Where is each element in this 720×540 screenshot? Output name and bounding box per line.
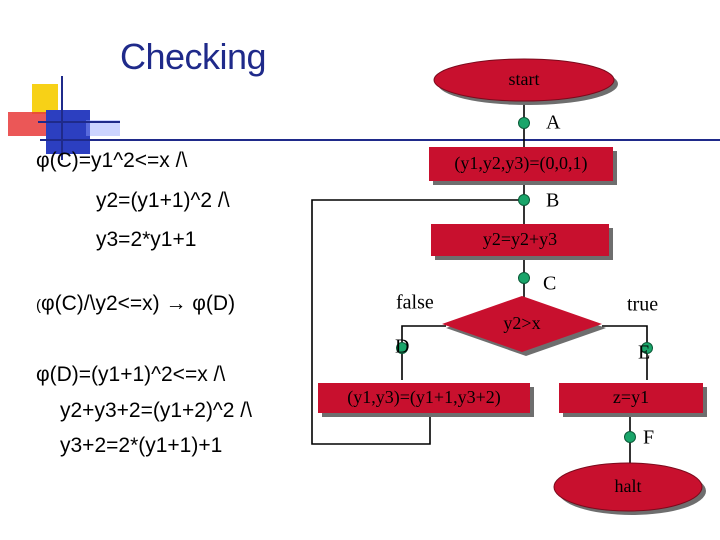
formula-c-line1: φ(C)=y1^2<=x /\ [36, 149, 188, 172]
point-b-label: B [546, 190, 559, 212]
logo-yellow-square [32, 84, 58, 114]
edge-test-true [602, 325, 648, 380]
start-node: start [433, 58, 618, 105]
init-assign-text: (y1,y2,y3)=(0,0,1) [454, 153, 587, 174]
point-b-dot [518, 194, 530, 206]
init-assign-box: (y1,y2,y3)=(0,0,1) [429, 147, 617, 185]
formula-c-line2: y2=(y1+1)^2 /\ [96, 189, 230, 212]
halt-label: halt [615, 476, 642, 496]
slide-title: Checking [120, 36, 267, 77]
point-e-label: E [638, 342, 650, 364]
formula-d-line2: y2+y3+2=(y1+2)^2 /\ [60, 399, 252, 422]
implication-text: φ(C)/\y2<=x) → φ(D) [41, 292, 236, 315]
point-a-label: A [546, 112, 561, 134]
loop-assign-text: (y1,y3)=(y1+1,y3+2) [347, 387, 500, 408]
decorative-logo [8, 76, 120, 160]
logo-red-square [8, 112, 48, 136]
update-y2-text: y2=y2+y3 [483, 229, 557, 249]
result-assign-box: z=y1 [559, 383, 707, 417]
point-a-dot [518, 117, 530, 129]
point-f-label: F [643, 427, 654, 449]
logo-fade-bar [86, 120, 120, 136]
result-assign-text: z=y1 [613, 387, 649, 407]
point-d-label: D [395, 336, 409, 358]
start-label: start [509, 69, 540, 89]
point-c-dot [518, 272, 530, 284]
branch-false-label: false [396, 292, 434, 314]
point-c-label: C [543, 273, 556, 295]
halt-node: halt [553, 462, 706, 515]
point-d-dot [396, 342, 408, 354]
formula-d-line3: y3+2=2*(y1+1)+1 [60, 434, 223, 457]
test-diamond: y2>x [442, 296, 606, 356]
edge-test-false [401, 325, 446, 380]
loop-assign-box: (y1,y3)=(y1+1,y3+2) [318, 383, 534, 417]
point-e-dot [641, 342, 653, 354]
point-f-dot [624, 431, 636, 443]
formula-d-line1: φ(D)=(y1+1)^2<=x /\ [36, 363, 226, 386]
edge-loop-back [311, 199, 524, 445]
update-y2-box: y2=y2+y3 [431, 224, 613, 260]
logo-blue-square [46, 110, 90, 154]
implication-open-paren: ( [36, 297, 41, 314]
test-text: y2>x [503, 313, 540, 333]
implication-line: (φ(C)/\y2<=x) → φ(D) [36, 292, 235, 316]
branch-true-label: true [627, 294, 658, 316]
formula-c-line3: y3=2*y1+1 [96, 228, 197, 251]
